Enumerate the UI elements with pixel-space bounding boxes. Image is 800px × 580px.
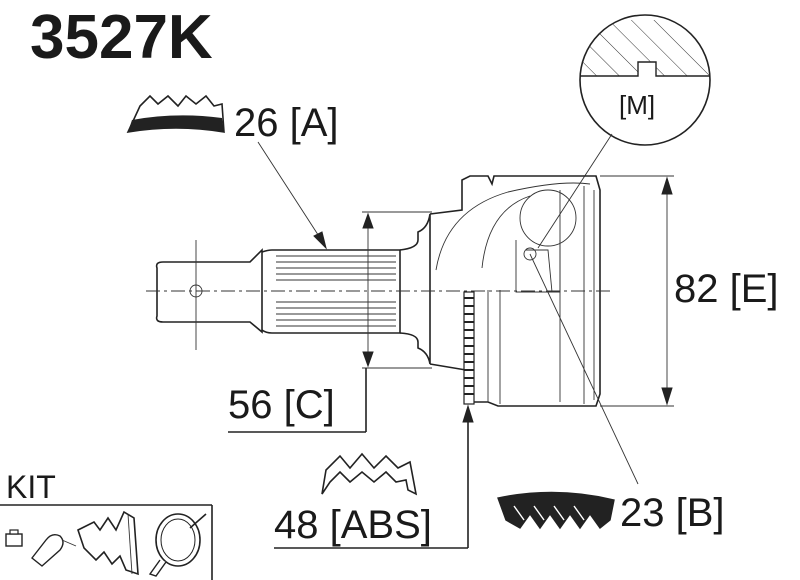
detail-label: [M] — [619, 90, 655, 120]
dimension-c-label: 56 [C] — [228, 383, 335, 427]
abs-callout: 48 [ABS] — [274, 404, 474, 549]
dimension-e: 82 [E] — [600, 175, 779, 407]
part-number-title: 3527K — [30, 3, 213, 72]
band-icon — [148, 513, 207, 577]
dimension-c: 56 [C] — [228, 211, 432, 433]
kit-box: KIT — [0, 469, 213, 580]
spline-a-callout: 26 [A] — [126, 94, 339, 250]
clamp-icon — [31, 533, 77, 567]
spline-b-callout: 23 [B] — [497, 253, 725, 535]
cv-joint-drawing — [146, 175, 612, 407]
spline-b-label: 23 [B] — [620, 491, 725, 535]
dimension-e-label: 82 [E] — [674, 267, 779, 311]
abs-label: 48 [ABS] — [274, 503, 432, 547]
spline-profile-icon — [126, 94, 225, 134]
detail-circle-m: [M] — [579, 14, 711, 146]
kit-label: KIT — [6, 469, 56, 505]
boot-icon — [77, 510, 139, 576]
inner-spline-profile-icon — [497, 491, 615, 530]
nut-icon — [5, 529, 23, 547]
abs-ring-profile-icon — [321, 452, 418, 496]
spline-a-label: 26 [A] — [234, 101, 339, 145]
